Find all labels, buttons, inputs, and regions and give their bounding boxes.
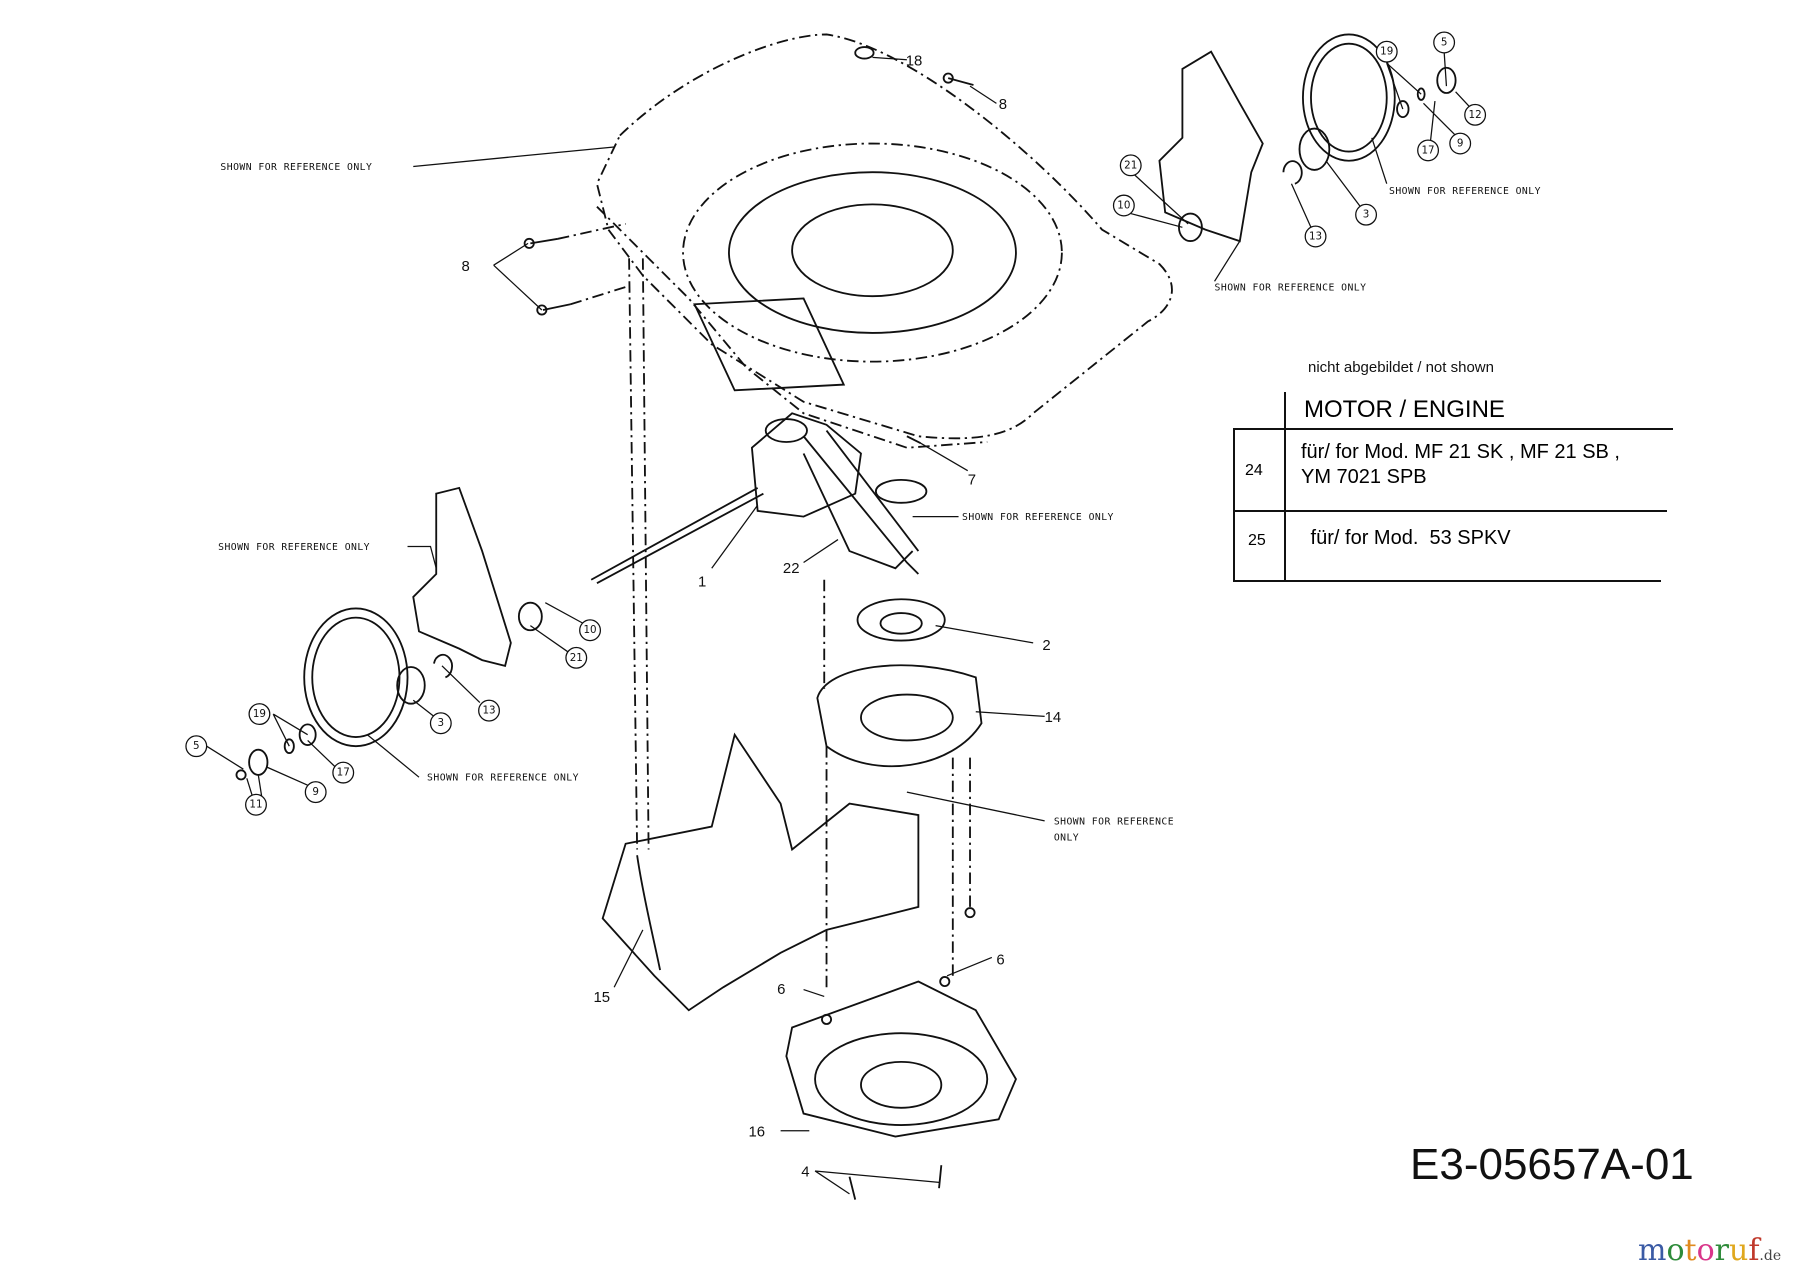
table-header: MOTOR / ENGINE — [1304, 396, 1505, 423]
callout-4: 4 — [801, 1164, 809, 1181]
svg-text:3: 3 — [1363, 209, 1370, 221]
callout-circle-13: 13 — [1304, 225, 1327, 248]
callout-1: 1 — [698, 574, 706, 591]
callout-8: 8 — [999, 96, 1007, 113]
drawing-number: E3-05657A-01 — [1410, 1140, 1694, 1189]
svg-text:9: 9 — [1457, 138, 1464, 150]
reference-note: SHOWN FOR REFERENCE ONLY — [220, 162, 372, 173]
svg-text:11: 11 — [249, 799, 262, 811]
callout-circle-17: 17 — [1417, 139, 1440, 162]
svg-text:13: 13 — [1309, 231, 1322, 243]
svg-text:9: 9 — [312, 786, 319, 798]
callout-circle-5: 5 — [1433, 31, 1456, 54]
svg-text:17: 17 — [1421, 144, 1434, 156]
svg-text:5: 5 — [1441, 37, 1448, 49]
callout-circle-9: 9 — [304, 781, 327, 804]
reference-note: SHOWN FOR REFERENCE ONLY — [1389, 186, 1541, 197]
callout-circle-10: 10 — [579, 619, 602, 642]
callout-circle-19: 19 — [248, 703, 271, 726]
reference-note: SHOWN FOR REFERENCE — [1054, 816, 1174, 827]
table-row-number: 25 — [1248, 532, 1266, 549]
reference-note: ONLY — [1054, 832, 1079, 843]
motoruf-logo: motoruf.de — [1638, 1233, 1782, 1268]
callout-circle-10: 10 — [1112, 194, 1135, 217]
callout-18: 18 — [906, 52, 923, 69]
svg-text:17: 17 — [337, 767, 350, 779]
not-shown-caption: nicht abgebildet / not shown — [1308, 359, 1494, 376]
callout-circle-13: 13 — [478, 699, 500, 722]
callout-14: 14 — [1045, 709, 1062, 726]
svg-text:21: 21 — [570, 652, 583, 664]
transmission — [590, 412, 928, 585]
reference-note: SHOWN FOR REFERENCE ONLY — [427, 773, 579, 784]
callout-6: 6 — [996, 951, 1004, 968]
callout-circle-21: 21 — [1119, 154, 1142, 177]
callout-circle-3: 3 — [1355, 203, 1378, 226]
svg-text:5: 5 — [193, 740, 200, 752]
callout-circle-3: 3 — [429, 712, 452, 735]
callout-6: 6 — [777, 981, 785, 998]
pulley-2 — [856, 598, 946, 642]
reference-note: SHOWN FOR REFERENCE ONLY — [218, 542, 370, 553]
callout-circle-21: 21 — [565, 646, 588, 669]
table-row-desc: für/ for Mod. MF 21 SK , MF 21 SB ,YM 70… — [1301, 441, 1620, 488]
svg-text:21: 21 — [1124, 159, 1137, 171]
callout-22: 22 — [783, 560, 800, 577]
callout-circle-19: 19 — [1375, 40, 1398, 63]
bolts-8-left — [523, 222, 650, 850]
right-wheel-assembly — [1158, 33, 1457, 243]
mower-deck — [595, 33, 1173, 449]
callout-7: 7 — [968, 471, 976, 488]
not-shown-table: MOTOR / ENGINE 24 für/ for Mod. MF 21 SK… — [1233, 392, 1673, 582]
callout-15: 15 — [593, 989, 610, 1006]
baffle-14 — [816, 579, 983, 988]
callout-16: 16 — [748, 1124, 765, 1141]
callout-circle-11: 11 — [245, 793, 267, 816]
svg-text:10: 10 — [1117, 200, 1130, 212]
callout-circle-5: 5 — [185, 735, 208, 758]
svg-text:19: 19 — [253, 708, 266, 720]
callout-circle-17: 17 — [332, 761, 355, 784]
chute-15 — [601, 732, 920, 1012]
callout-circle-12: 12 — [1464, 103, 1487, 126]
svg-text:19: 19 — [1380, 46, 1393, 58]
callout-2: 2 — [1042, 637, 1050, 654]
svg-text:3: 3 — [438, 717, 445, 729]
svg-text:12: 12 — [1469, 109, 1482, 121]
callout-circle-9: 9 — [1449, 132, 1472, 155]
reference-note: SHOWN FOR REFERENCE ONLY — [962, 512, 1114, 523]
svg-text:10: 10 — [583, 624, 596, 636]
bolt-8-top — [942, 72, 974, 86]
reference-note: SHOWN FOR REFERENCE ONLY — [1215, 282, 1367, 293]
left-wheel-assembly — [235, 486, 543, 781]
table-row-desc: für/ for Mod. 53 SPKV — [1305, 527, 1511, 549]
table-row-number: 24 — [1245, 462, 1263, 479]
housing-16 — [785, 907, 1017, 1200]
callout-8: 8 — [461, 258, 469, 275]
svg-text:13: 13 — [482, 705, 495, 717]
leader-lines — [206, 51, 1473, 1195]
